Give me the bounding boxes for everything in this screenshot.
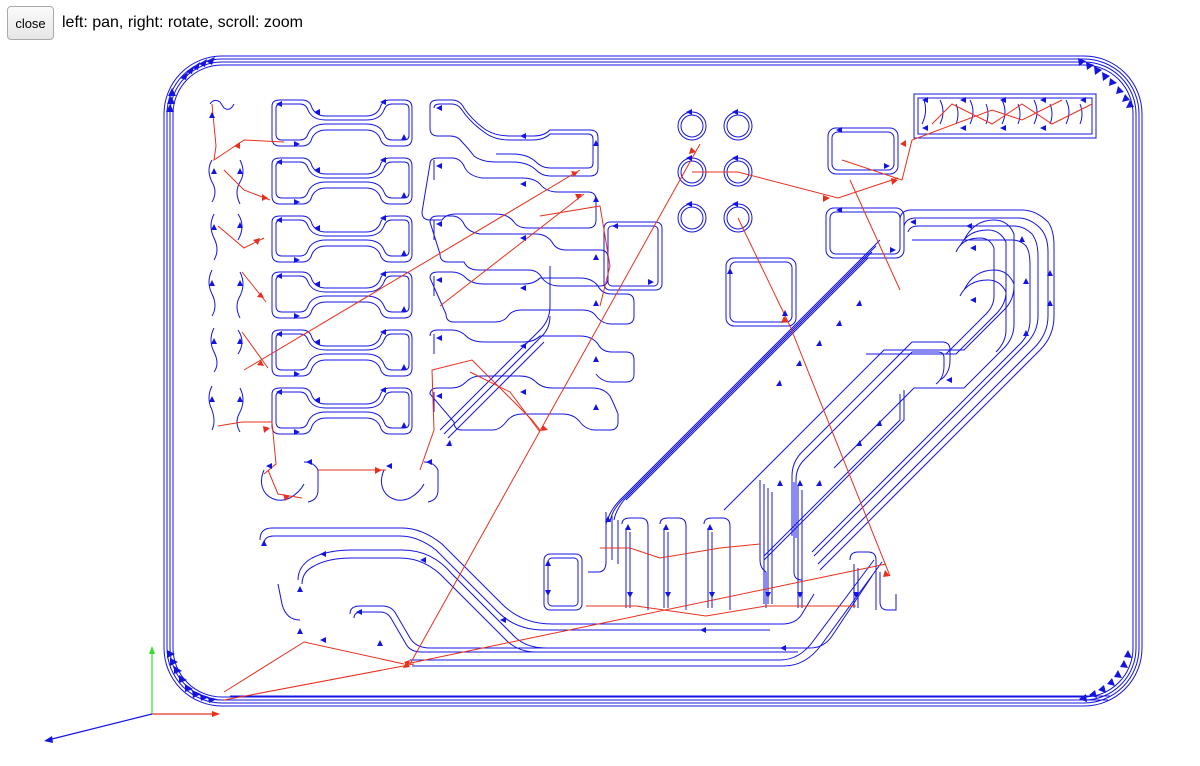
left-connector-pads xyxy=(271,99,413,435)
travel-moves xyxy=(211,99,1093,701)
bottom-traces xyxy=(230,266,1110,701)
axis-y-arrow xyxy=(149,646,155,654)
toolbar: close left: pan, right: rotate, scroll: … xyxy=(7,5,303,41)
axis-z-arrow xyxy=(44,736,53,743)
right-connector-traces xyxy=(421,99,635,431)
axis-x-arrow xyxy=(212,711,220,717)
controls-hint: left: pan, right: rotate, scroll: zoom xyxy=(62,14,303,31)
cut-direction-markers xyxy=(209,97,1086,651)
axis-z-line xyxy=(47,713,153,741)
left-pad-column xyxy=(208,99,244,433)
board-outline-paths xyxy=(163,55,1143,707)
diagonal-bus-traces xyxy=(605,209,1055,571)
center-pads xyxy=(603,127,905,327)
xyz-axis-icon xyxy=(44,646,220,743)
close-button[interactable]: close xyxy=(7,6,54,40)
board-outline-markers xyxy=(166,57,1134,703)
